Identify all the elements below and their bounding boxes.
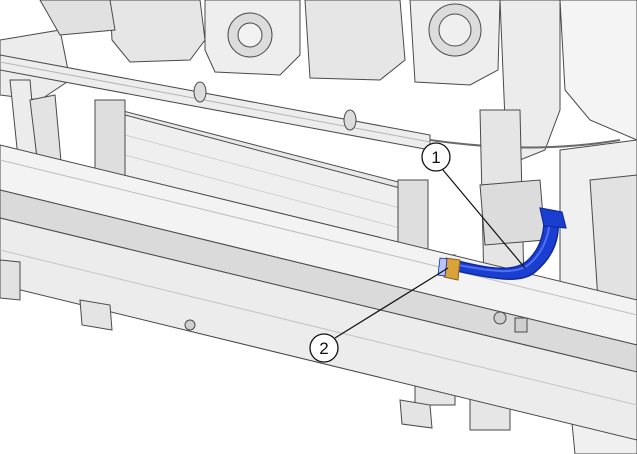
callout-1-label: 1 (431, 148, 440, 167)
hose-clamp (437, 257, 461, 281)
callout-2-label: 2 (319, 339, 328, 358)
callout-1-leader (442, 169, 526, 269)
coolant-hose (451, 207, 567, 280)
mounting-brackets (79, 299, 528, 429)
callout-1-circle (421, 142, 451, 172)
callout-2-leader (334, 267, 449, 339)
callout-1: 1 (421, 142, 451, 172)
callout-2-circle (309, 333, 339, 363)
callout-leaders (334, 169, 526, 339)
front-crossmember (0, 144, 637, 441)
upper-pipe (0, 54, 621, 151)
callout-2: 2 (309, 333, 339, 363)
